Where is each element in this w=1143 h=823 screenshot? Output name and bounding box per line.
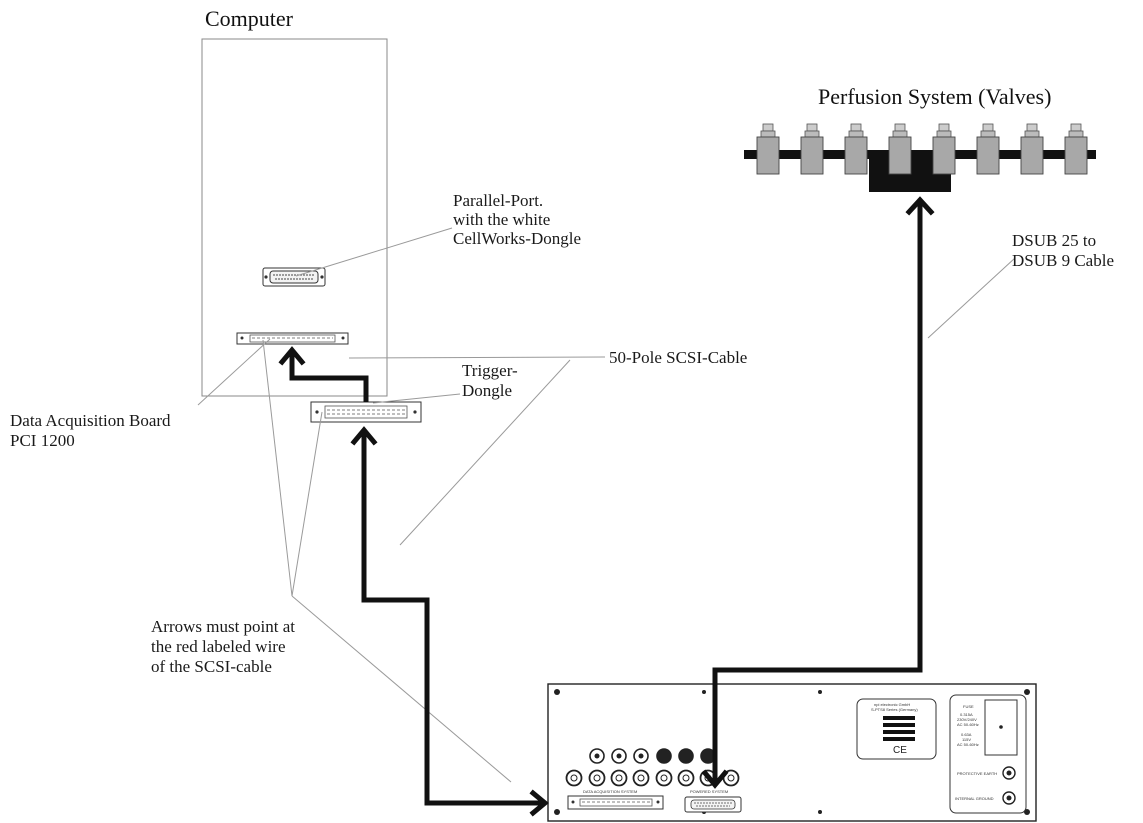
bnc-connector [678,748,694,764]
panel-fuse-spec-6: AC 50-60Hz [957,742,979,747]
panel-fuse-spec-4: 0.63A [961,732,972,737]
valve [932,123,956,175]
bnc-connector [722,769,740,787]
scsi-cable-label: 50-Pole SCSI-Cable [609,348,747,367]
dsub-cable-label-line2: DSUB 9 Cable [1012,251,1114,270]
panel-company: npi electronic GmbH [874,702,910,707]
parallel-port-label-line1: Parallel-Port. [453,191,543,210]
trigger-dongle-label-line1: Trigger- [462,361,518,380]
valve [1064,123,1088,175]
trigger-dongle-label-line2: Dongle [462,381,512,400]
computer-title: Computer [205,6,294,31]
panel-scsi-label: DATA ACQUISITION SYSTEM [583,789,637,794]
panel-dsub-connector: POWERED SYSTEM [684,789,742,813]
trigger-dongle [310,401,422,423]
device-rear-panel: DATA ACQUISITION SYSTEM POWERED SYSTEM n… [547,683,1037,822]
panel-fuse-label: FUSE [963,704,974,709]
cable-panel-to-valves [701,196,935,789]
panel-fuse-spec-2: 230V/240V [957,717,977,722]
bnc-connector [565,769,583,787]
valve [800,123,824,175]
parallel-port-label-line3: CellWorks-Dongle [453,229,581,248]
valve [844,123,868,175]
parallel-port-label-line2: with the white [453,210,550,229]
bnc-connector [655,769,673,787]
panel-fuse-spec-5: 115V [962,737,971,742]
panel-earth-label: PROTECTIVE EARTH [957,771,997,776]
daq-board-label-line2: PCI 1200 [10,431,75,450]
bnc-connector [588,769,606,787]
panel-fuse-spec-1: 0.315A [960,712,973,717]
bnc-connector [589,748,605,764]
bnc-connector [677,769,695,787]
cable-panel-to-trigger [350,426,549,817]
bnc-connector [656,748,672,764]
cable-trigger-to-daq [278,346,369,402]
bnc-connector [611,748,627,764]
panel-model: S-PTS8 Series (Germany) [871,707,918,712]
arrows-note-line2: the red labeled wire [151,637,286,656]
valve [976,123,1000,175]
valve [1020,123,1044,175]
bnc-connector [632,769,650,787]
panel-ce-mark: CE [893,745,907,756]
leader-lines [197,227,1016,783]
dsub-cable-label-line1: DSUB 25 to [1012,231,1096,250]
panel-nameplate: npi electronic GmbH S-PTS8 Series (Germa… [856,698,937,760]
daq-board-label-line1: Data Acquisition Board [10,411,171,430]
arrows-note-line3: of the SCSI-cable [151,657,272,676]
panel-power-label: POWERED SYSTEM [690,789,728,794]
parallel-port-connector [262,267,326,287]
perfusion-valves [744,123,1096,192]
panel-fuse-spec-3: AC 50-60Hz [957,722,979,727]
panel-ground-label: INTERNAL GROUND [955,796,994,801]
perfusion-title: Perfusion System (Valves) [818,84,1051,109]
annotation-labels: Parallel-Port. with the white CellWorks-… [10,191,1114,676]
panel-scsi-connector: DATA ACQUISITION SYSTEM [567,789,664,810]
daq-board-connector [236,332,349,345]
valve [756,123,780,175]
panel-power-module: FUSE 0.315A 230V/240V AC 50-60Hz 0.63A 1… [949,694,1027,814]
bnc-connector [610,769,628,787]
arrows-note-line1: Arrows must point at [151,617,295,636]
valve [888,123,912,175]
bnc-connector [633,748,649,764]
